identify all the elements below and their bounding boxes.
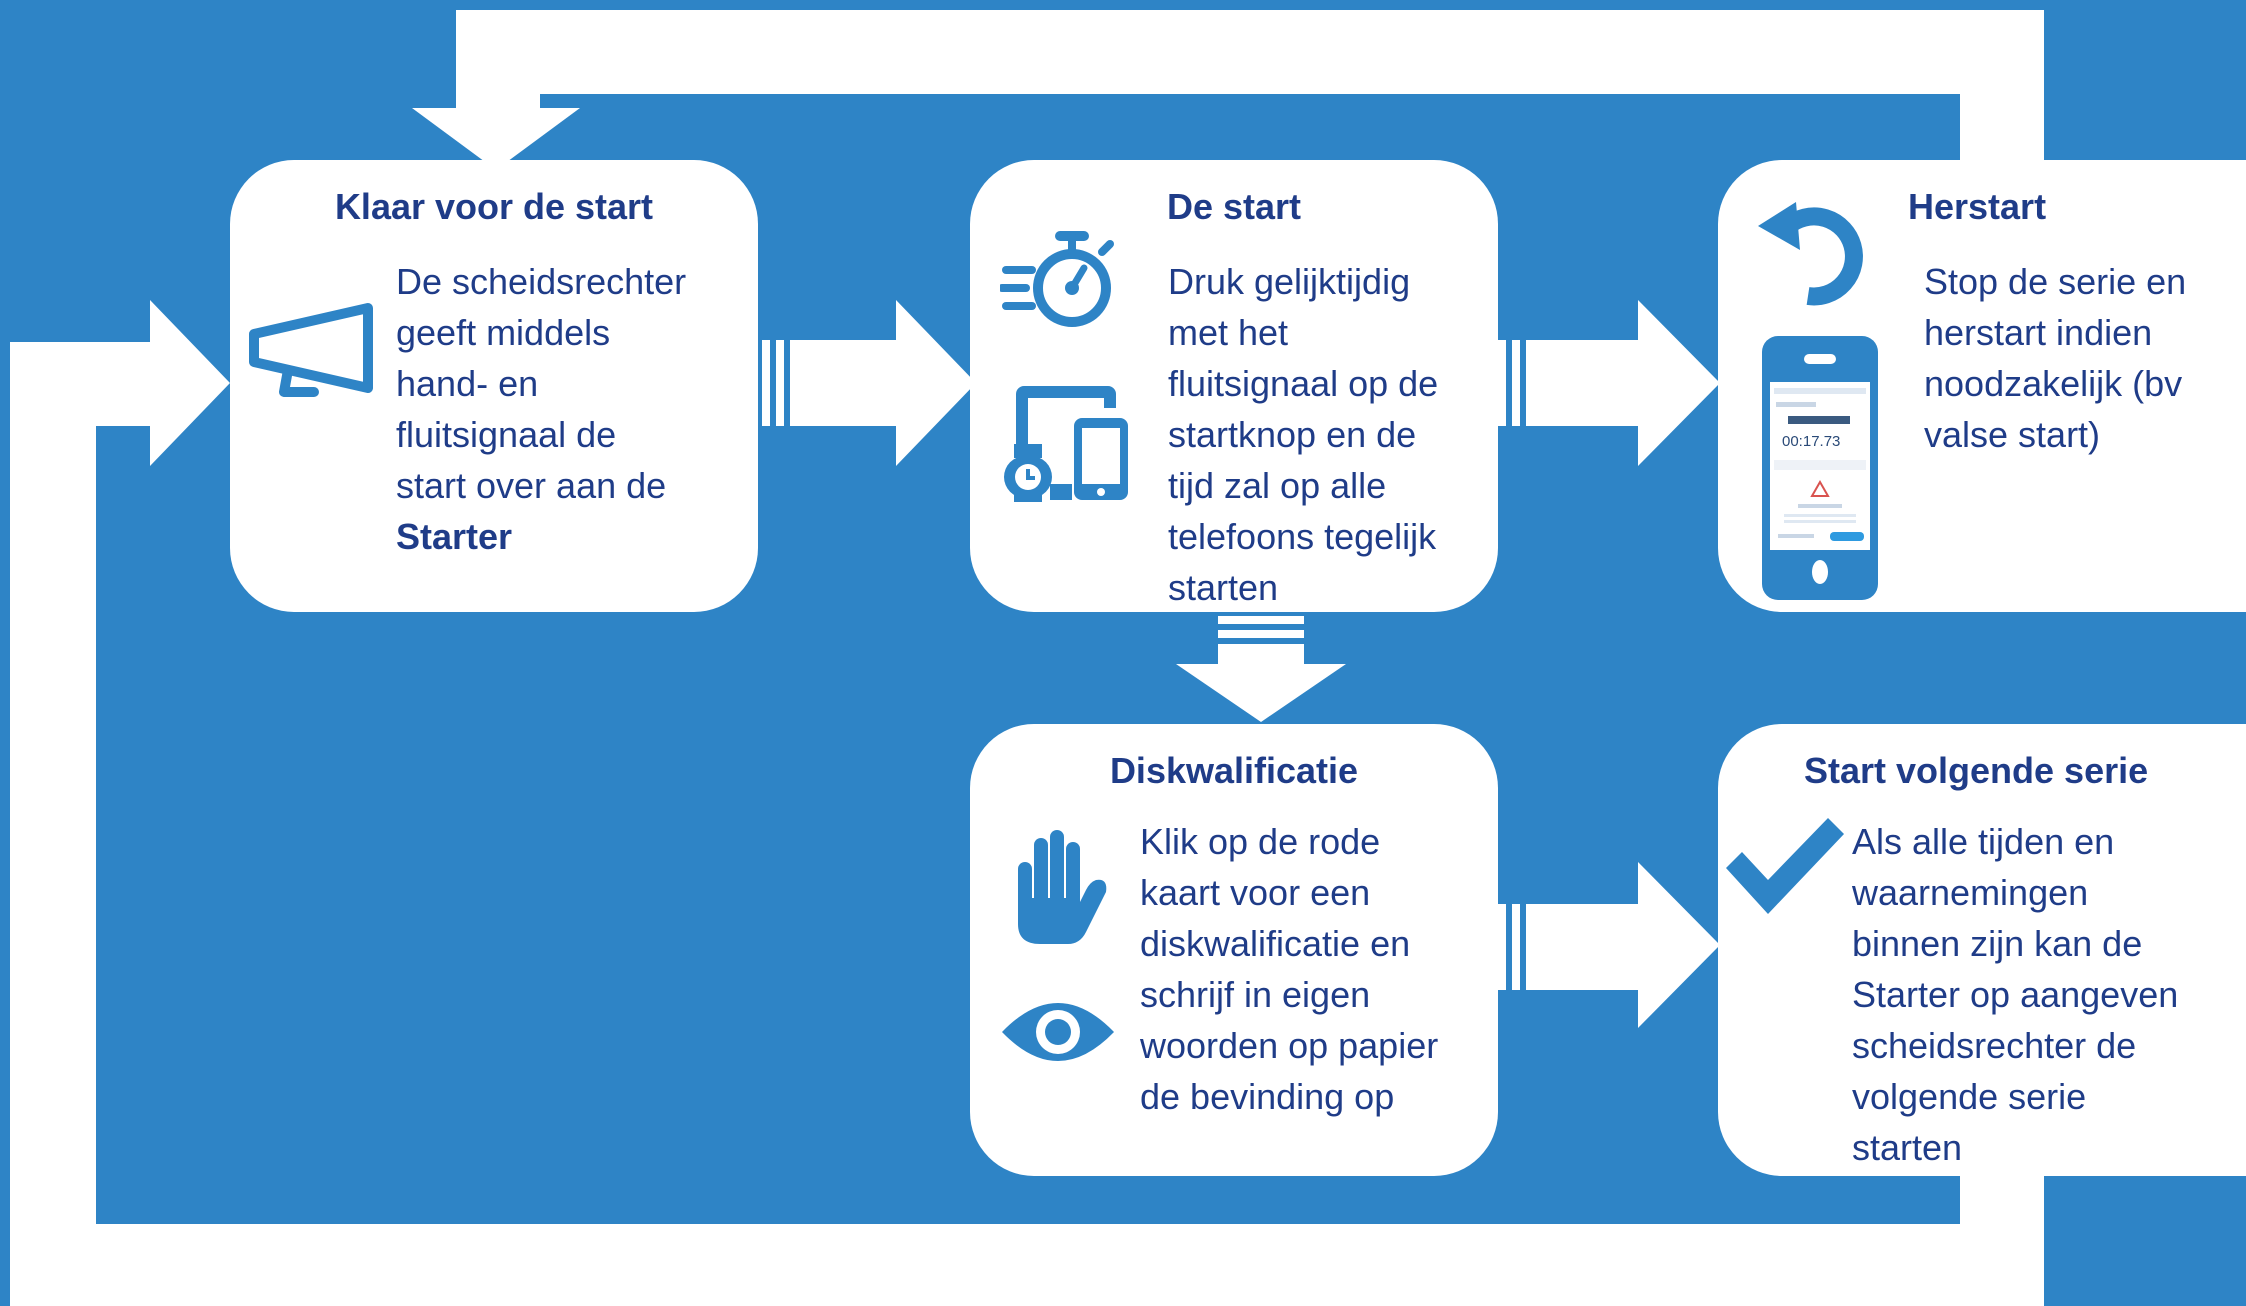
phone-app-icon: 00:17.73: [1758, 332, 1882, 609]
step-title: Diskwalificatie: [1109, 750, 1359, 791]
text-line: binnen zijn kan de: [1852, 923, 2143, 964]
text-line: De scheidsrechter: [396, 261, 687, 302]
text-line: volgende serie: [1852, 1076, 2087, 1117]
restart-icon: [1756, 200, 1866, 315]
text-line: schrijf in eigen: [1140, 974, 1371, 1015]
starter-label: Starter: [396, 516, 513, 557]
connector-arrows: [762, 300, 1720, 1028]
arrow-diskwalificatie-to-volgende: [1498, 862, 1720, 1028]
step-title: Start volgende serie: [1804, 750, 2149, 791]
text-line: Starter op aangeven: [1852, 974, 2179, 1015]
step-de-start: De start: [970, 160, 1498, 612]
top-loop-left-leg: [456, 10, 540, 110]
text-line: scheidsrechter de: [1852, 1025, 2137, 1066]
top-loop-line: [456, 10, 2044, 94]
step-description: Klik op de rode kaart voor een diskwalif…: [1140, 816, 1492, 1122]
text-line: geeft middels: [396, 312, 611, 353]
text-line: waarnemingen: [1852, 872, 2089, 913]
text-line: startknop en de: [1168, 414, 1417, 455]
hand-icon: [1010, 828, 1110, 953]
devices-icon: [1000, 382, 1130, 507]
step-description: Druk gelijktijdig met het fluitsignaal o…: [1168, 256, 1494, 613]
text-line: starten: [1168, 567, 1279, 608]
bottom-loop-left-leg: [10, 342, 96, 1306]
text-line: noodzakelijk (bv: [1924, 363, 2183, 404]
bottom-loop-entry: [10, 342, 160, 426]
text-line: Stop de serie en: [1924, 261, 2187, 302]
text-line: start over aan de: [396, 465, 667, 506]
text-line: starten: [1852, 1127, 1963, 1168]
text-line: Druk gelijktijdig: [1168, 261, 1411, 302]
text-line: valse start): [1924, 414, 2101, 455]
top-loop-right-leg: [1960, 10, 2044, 160]
arrow-destart-to-herstart: [1498, 300, 1720, 466]
text-line: telefoons tegelijk: [1168, 516, 1437, 557]
text-line: herstart indien: [1924, 312, 2153, 353]
text-line: tijd zal op alle: [1168, 465, 1387, 506]
step-title: De start: [1166, 186, 1302, 227]
text-line: woorden op papier: [1140, 1025, 1439, 1066]
arrow-klaar-to-destart: [762, 300, 976, 466]
step-title: Herstart: [1908, 186, 2047, 227]
arrow-destart-to-diskwalificatie: [1176, 616, 1346, 722]
step-title: Klaar voor de start: [334, 186, 654, 227]
checkmark-icon: [1722, 816, 1846, 925]
step-description: Als alle tijden en waarnemingen binnen z…: [1852, 816, 2242, 1173]
text-line: de bevinding op: [1140, 1076, 1395, 1117]
step-start-volgende-serie: Start volgende serie Als alle tijden en …: [1718, 724, 2246, 1176]
text-line: fluitsignaal op de: [1168, 363, 1439, 404]
text-line: Klik op de rode: [1140, 821, 1381, 862]
phone-timer-text: 00:17.73: [1782, 433, 1840, 450]
eye-icon: [998, 994, 1118, 1075]
top-loop-arrowhead: [412, 108, 580, 170]
text-line: hand- en: [396, 363, 539, 404]
text-line: Als alle tijden en: [1852, 821, 2115, 862]
step-description: Stop de serie en herstart indien noodzak…: [1924, 256, 2242, 460]
step-description: De scheidsrechter geeft middels hand- en…: [396, 256, 756, 562]
text-line: diskwalificatie en: [1140, 923, 1411, 964]
step-herstart: Herstart 00:17.73 Stop de serie en hers: [1718, 160, 2246, 612]
step-klaar-voor-de-start: Klaar voor de start De scheidsrechter ge…: [230, 160, 758, 612]
loop-lines: [10, 10, 2044, 1306]
megaphone-icon: [244, 300, 374, 405]
bottom-loop-line: [10, 1224, 2044, 1306]
bottom-loop-arrowhead: [150, 300, 230, 466]
text-line: kaart voor een: [1140, 872, 1371, 913]
step-diskwalificatie: Diskwalificatie Klik op de rode kaart vo…: [970, 724, 1498, 1176]
text-line: fluitsignaal de: [396, 414, 617, 455]
stopwatch-icon: [998, 226, 1120, 351]
text-line: met het: [1168, 312, 1289, 353]
